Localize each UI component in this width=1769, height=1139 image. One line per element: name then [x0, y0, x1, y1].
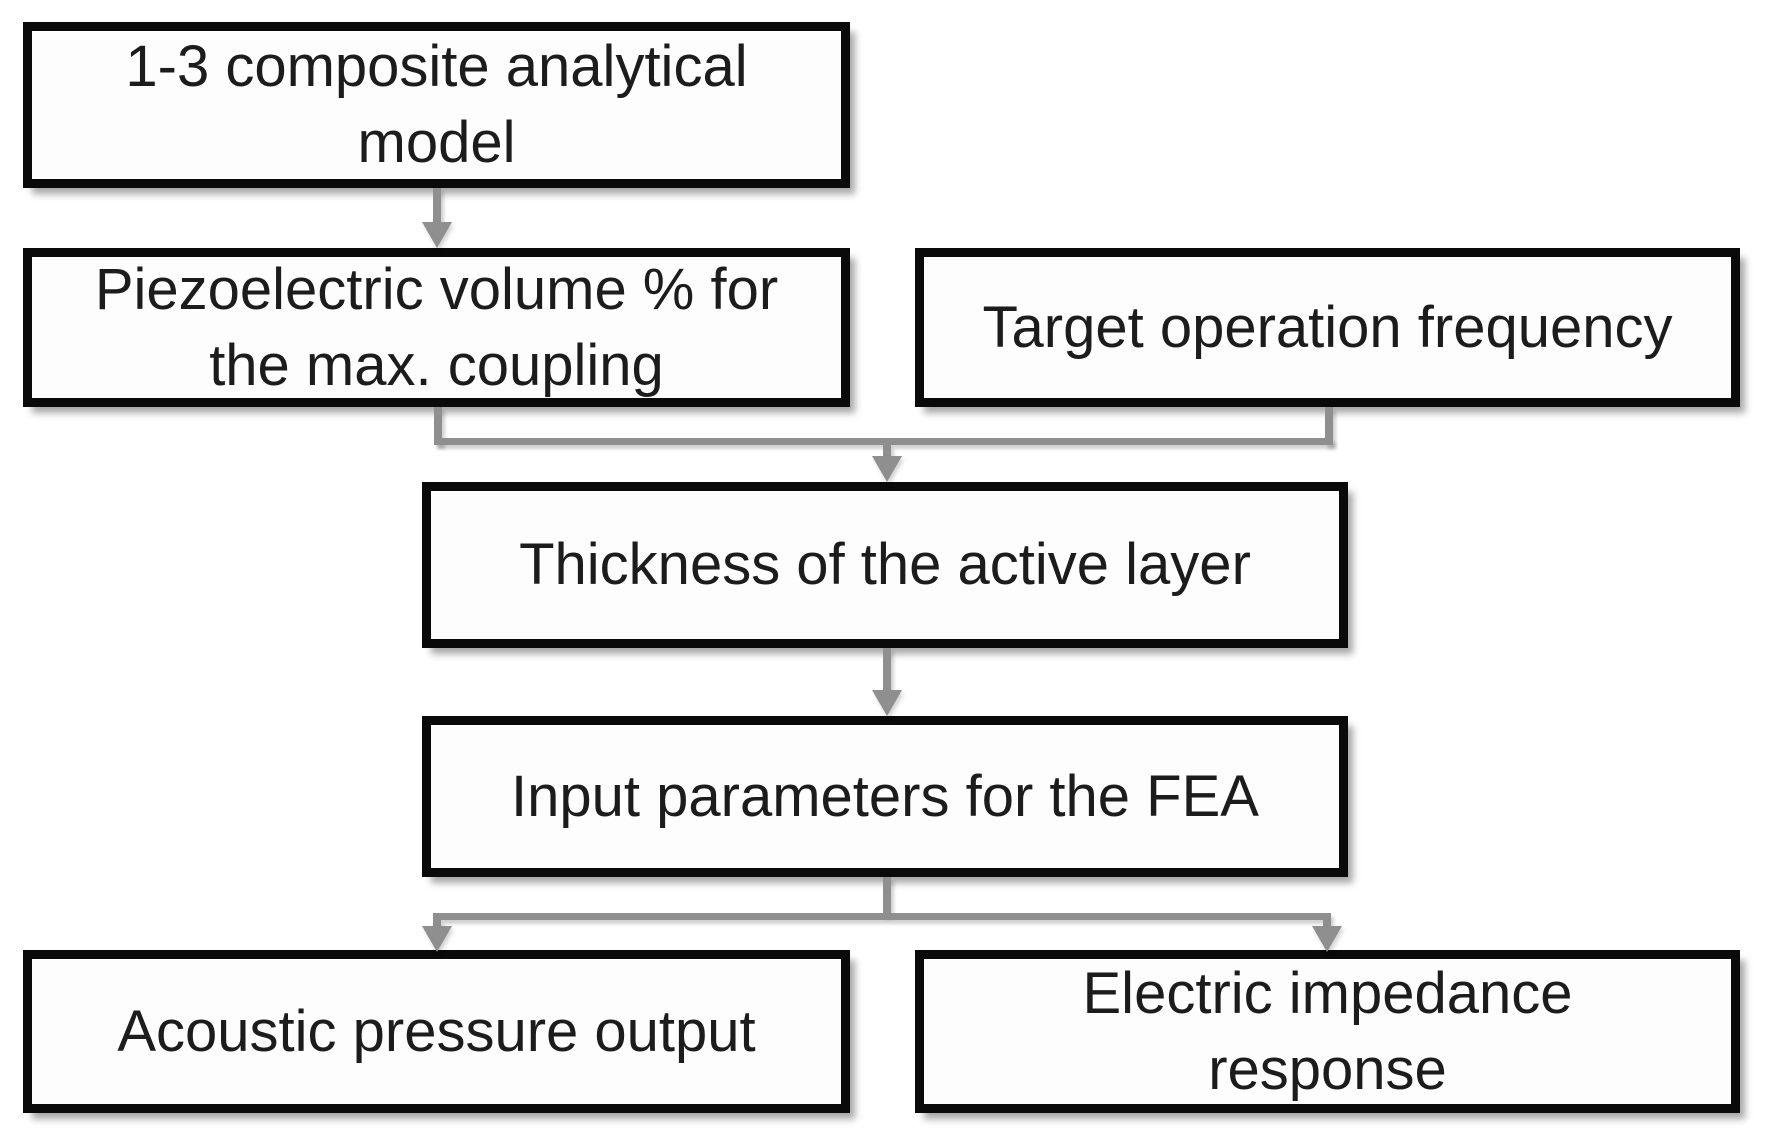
node-composite-analytical-model: 1-3 composite analytical model [23, 22, 850, 188]
edge-fea-to-impedance-line [1323, 920, 1331, 930]
arrow-down-icon [1312, 926, 1342, 952]
node-piezoelectric-volume: Piezoelectric volume % for the max. coup… [23, 248, 850, 407]
arrow-down-icon [872, 690, 902, 716]
edge-composite-to-piezo-line [433, 188, 441, 222]
node-acoustic-pressure-output: Acoustic pressure output [23, 950, 850, 1113]
arrow-down-icon [422, 222, 452, 248]
node-fea-input-parameters: Input parameters for the FEA [422, 716, 1348, 877]
node-target-operation-frequency: Target operation frequency [915, 248, 1740, 407]
edge-merge-stem-line [883, 445, 891, 458]
node-electric-impedance-response: Electric impedance response [915, 950, 1740, 1113]
edge-fea-to-acoustic-line [433, 920, 441, 930]
edge-fea-split-stem-line [883, 877, 891, 915]
arrow-down-icon [422, 926, 452, 952]
edge-merge-horizontal-line [434, 438, 1333, 445]
edge-frequency-to-thickness-line [1325, 407, 1333, 445]
node-thickness-active-layer: Thickness of the active layer [422, 482, 1348, 648]
edge-split-horizontal-line [433, 913, 1331, 920]
edge-thickness-to-fea-line [883, 648, 891, 692]
edge-piezo-to-thickness-line [434, 407, 442, 445]
arrow-down-icon [872, 456, 902, 482]
